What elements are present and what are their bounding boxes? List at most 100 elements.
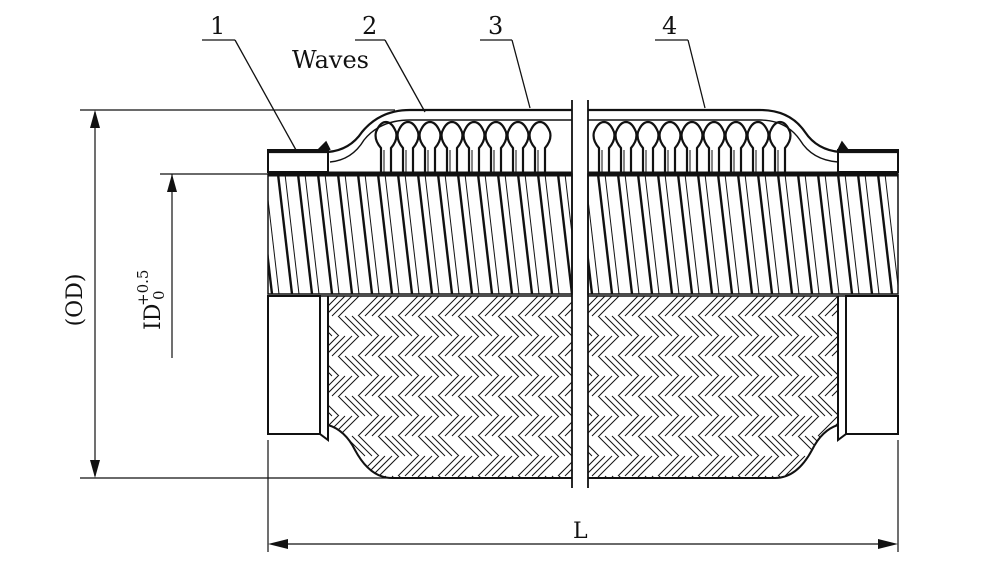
braid-wire bbox=[817, 296, 838, 317]
braid-wire bbox=[491, 455, 513, 477]
braid-wire bbox=[564, 375, 572, 397]
braid-wire bbox=[837, 475, 838, 478]
braid-wire bbox=[632, 396, 652, 416]
braid-wire bbox=[644, 296, 666, 297]
braid-wire bbox=[588, 395, 600, 417]
braid-wire bbox=[698, 435, 720, 457]
braid-wire bbox=[552, 376, 572, 396]
braid-wire bbox=[519, 516, 539, 536]
interlock-strip bbox=[416, 174, 434, 294]
braid-wire bbox=[471, 296, 493, 297]
callout-2: 2 bbox=[362, 12, 377, 40]
braid-wire bbox=[738, 496, 758, 516]
braid-wire bbox=[537, 315, 559, 337]
interlock-strip-edge bbox=[864, 174, 880, 294]
braid-wire bbox=[698, 355, 720, 377]
braid-wire bbox=[292, 376, 312, 396]
wave-convolution bbox=[462, 120, 486, 172]
braid-wire bbox=[625, 356, 645, 376]
braid-wire bbox=[885, 356, 905, 376]
braid-wire bbox=[464, 395, 486, 417]
braid-wire bbox=[865, 376, 885, 396]
braid-wire bbox=[591, 335, 613, 357]
braid-wire bbox=[592, 396, 612, 416]
braid-wire bbox=[638, 415, 660, 437]
braid-wire bbox=[818, 355, 838, 377]
braid-wire bbox=[737, 335, 759, 357]
braid-wire bbox=[544, 296, 566, 297]
left-tube-flange bbox=[319, 296, 329, 442]
braid-wire bbox=[298, 476, 318, 496]
l-arrow-right bbox=[878, 539, 898, 549]
braid-wire bbox=[364, 335, 386, 357]
braid-wire bbox=[445, 496, 465, 516]
braid-wire bbox=[331, 335, 353, 357]
braid-wire bbox=[384, 395, 406, 417]
braid-wire bbox=[377, 296, 399, 297]
braid-wire bbox=[799, 496, 819, 516]
interlock-strip bbox=[268, 249, 274, 294]
braid-wire bbox=[865, 496, 885, 516]
braid-wire bbox=[491, 335, 513, 357]
braid-wire bbox=[737, 415, 759, 437]
braid-wire bbox=[357, 415, 379, 437]
interlock-strip-edge bbox=[684, 174, 700, 294]
braid-wire bbox=[605, 416, 625, 436]
wave-convolution bbox=[440, 120, 464, 172]
waves-left bbox=[374, 120, 552, 172]
braid-wire bbox=[757, 355, 779, 377]
braid-wire bbox=[398, 296, 420, 297]
braid-wire bbox=[404, 375, 426, 397]
braid-wire bbox=[791, 375, 813, 397]
braid-wire bbox=[757, 395, 779, 417]
braid-wire bbox=[639, 356, 659, 376]
braid-wire bbox=[484, 375, 506, 397]
braid-wire bbox=[598, 296, 620, 317]
braid-wire bbox=[858, 376, 878, 396]
braid-wire bbox=[651, 315, 673, 337]
braid-wire bbox=[617, 296, 639, 317]
braid-inner-right bbox=[588, 119, 839, 163]
braid-wire bbox=[619, 376, 639, 396]
braid-wire bbox=[657, 415, 679, 437]
interlock-strip-edge bbox=[404, 174, 420, 294]
braid-wire bbox=[384, 435, 406, 457]
braid-wire bbox=[899, 436, 919, 456]
braid-wire bbox=[878, 436, 898, 456]
braid-wire bbox=[457, 296, 479, 297]
braid-wire bbox=[484, 455, 506, 477]
braid-wire bbox=[605, 496, 625, 516]
braid-wire bbox=[591, 455, 613, 477]
braid-wire bbox=[298, 436, 318, 456]
braid-wire bbox=[677, 296, 699, 297]
braid-wire bbox=[571, 375, 572, 397]
braid-wire bbox=[472, 516, 492, 536]
braid-wire bbox=[739, 516, 759, 536]
braid-outline-bottom-left bbox=[327, 296, 572, 479]
braid-wire bbox=[778, 435, 800, 457]
braid-wire bbox=[384, 355, 406, 377]
braid-wire bbox=[438, 395, 460, 417]
braid-wire bbox=[538, 456, 558, 476]
braid-wire bbox=[598, 336, 618, 356]
braid-wire bbox=[404, 335, 426, 357]
braid-wire bbox=[538, 296, 558, 316]
braid-wire bbox=[537, 435, 559, 457]
braid-wire bbox=[545, 516, 565, 536]
braid-wire bbox=[599, 316, 619, 336]
braid-wire bbox=[337, 395, 359, 417]
interlock-strip bbox=[476, 174, 494, 294]
braid-wire bbox=[671, 455, 693, 477]
braid-wire bbox=[391, 315, 413, 337]
braid-wire bbox=[391, 395, 413, 417]
braid-wire bbox=[498, 455, 520, 477]
braid-wire bbox=[285, 376, 305, 396]
braid-wire bbox=[618, 316, 638, 336]
braid-wire bbox=[645, 516, 665, 536]
braid-wire bbox=[537, 395, 559, 417]
braid-wire bbox=[751, 296, 773, 317]
right-end-collar bbox=[837, 149, 899, 173]
braid-wire bbox=[619, 296, 639, 316]
braid-wire bbox=[738, 355, 760, 377]
braid-wire bbox=[879, 336, 899, 356]
